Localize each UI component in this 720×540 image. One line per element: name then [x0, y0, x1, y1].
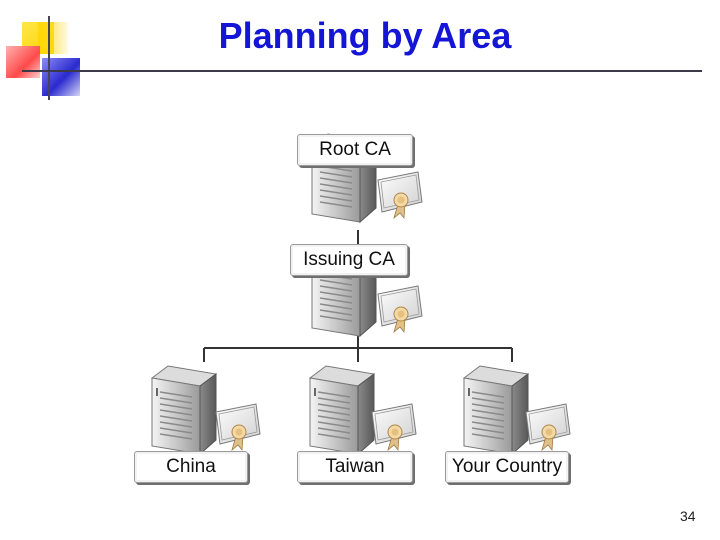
certificate-icon: [525, 403, 571, 451]
node-label-your-country: Your Country: [445, 451, 569, 483]
decor-vertical-line: [48, 16, 50, 100]
decor-red-square: [6, 46, 40, 78]
server-icon: [309, 365, 375, 455]
node-label-taiwan: Taiwan: [297, 451, 413, 483]
server-icon: [463, 365, 529, 455]
title-divider-line: [22, 70, 702, 72]
node-label-china: China: [134, 451, 248, 483]
node-label-root-ca: Root CA: [297, 134, 413, 166]
certificate-icon: [371, 403, 417, 451]
certificate-icon: [377, 285, 423, 333]
page-title: Planning by Area: [218, 15, 512, 56]
page-number: 34: [680, 508, 696, 524]
server-icon: [151, 365, 217, 455]
decor-yellow-square-faded: [38, 22, 68, 54]
connector-lines: [203, 230, 513, 362]
node-label-issuing-ca: Issuing CA: [290, 244, 408, 276]
certificate-icon: [215, 403, 261, 451]
certificate-icon: [377, 171, 423, 219]
